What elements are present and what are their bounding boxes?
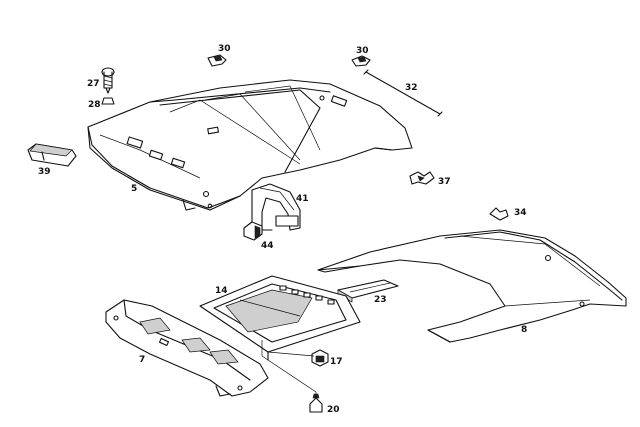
sunroof-frame-part-14 — [199, 275, 361, 361]
callout-30-left: 30 — [218, 44, 231, 54]
callout-20: 20 — [327, 405, 340, 415]
roof-bow-part-41 — [251, 183, 301, 233]
clip-part-30-left — [207, 54, 227, 67]
callout-14: 14 — [215, 286, 228, 296]
callout-17: 17 — [330, 357, 343, 367]
pad-part-39 — [27, 143, 77, 167]
callout-34: 34 — [514, 208, 527, 218]
callout-23: 23 — [374, 295, 387, 305]
trim-panel-part-7 — [105, 299, 269, 397]
plug-part-28 — [101, 97, 115, 105]
callout-32: 32 — [405, 83, 418, 93]
callout-37: 37 — [438, 177, 451, 187]
nut-part-17 — [311, 349, 329, 367]
leader-line — [267, 351, 315, 357]
callout-5: 5 — [131, 184, 137, 194]
fastener-part-20 — [309, 393, 323, 413]
rod-part-32 — [363, 69, 443, 117]
callout-28: 28 — [88, 100, 101, 110]
callout-27: 27 — [87, 79, 100, 89]
screw-part-44 — [243, 221, 273, 241]
headliner-part-8 — [317, 229, 627, 343]
callout-7: 7 — [139, 355, 145, 365]
bracket-part-37 — [409, 171, 435, 185]
bracket-part-34 — [489, 207, 509, 221]
clip-part-30-right — [351, 55, 371, 67]
leader-line — [261, 340, 317, 398]
screw-part-27 — [101, 67, 115, 94]
callout-8: 8 — [521, 325, 527, 335]
headliner-part-5 — [87, 79, 413, 211]
callout-39: 39 — [38, 167, 51, 177]
callout-41: 41 — [296, 194, 309, 204]
callout-30-right: 30 — [356, 46, 369, 56]
callout-44: 44 — [261, 241, 274, 251]
